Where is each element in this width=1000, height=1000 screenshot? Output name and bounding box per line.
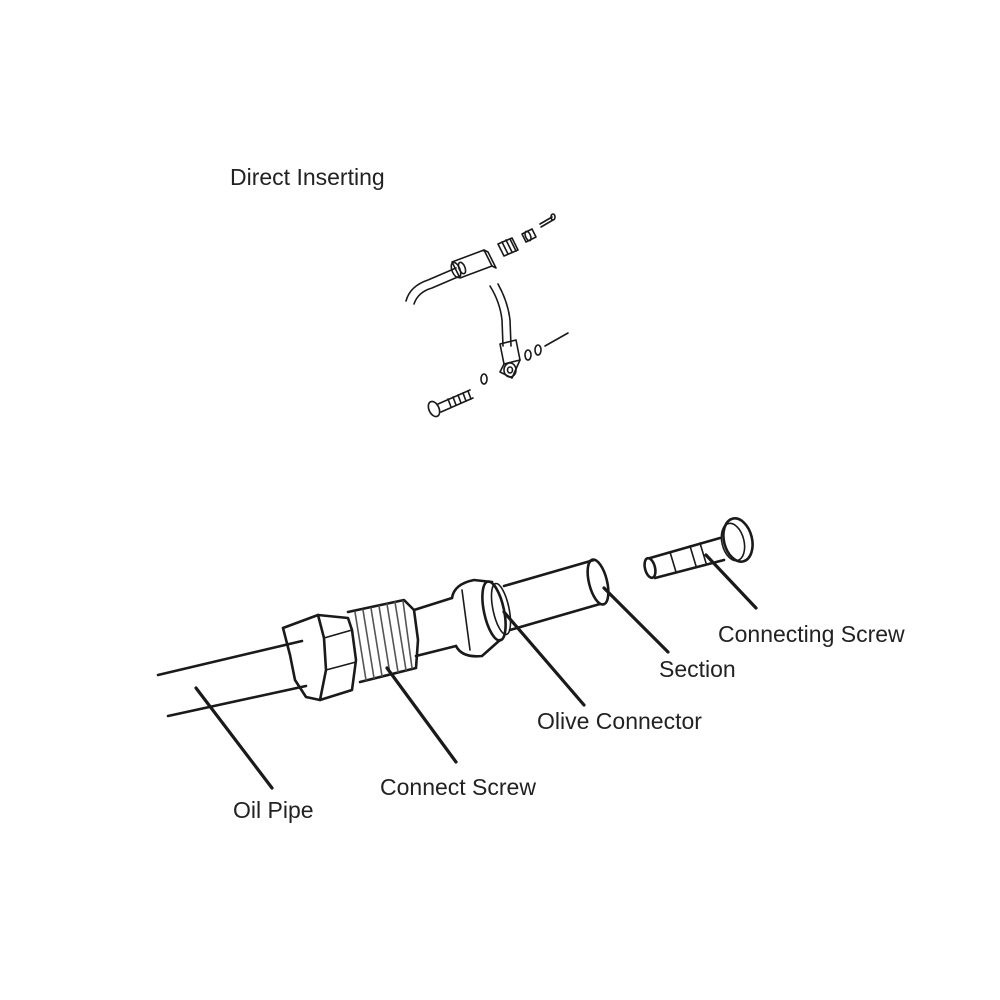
leader-connecting-screw	[704, 553, 758, 610]
oil-pipe	[156, 639, 304, 677]
olive-connector-label: Olive Connector	[537, 708, 702, 734]
washer-left	[480, 373, 488, 385]
leader-olive-connector	[502, 610, 586, 707]
upper-barb	[521, 228, 537, 243]
oil-pipe-label: Oil Pipe	[233, 797, 314, 823]
washer-right-a	[524, 349, 532, 361]
direct-inserting-exploded-view	[405, 213, 569, 418]
lower-hose	[489, 285, 504, 347]
olive-connector	[450, 578, 512, 658]
direct-inserting-label: Direct Inserting	[230, 164, 385, 190]
upper-fitting-body	[450, 249, 497, 279]
connect-screw-thread	[346, 598, 420, 684]
connect-screw-label: Connect Screw	[380, 774, 536, 800]
section-label: Section	[659, 656, 736, 682]
detailed-fitting-view	[156, 517, 758, 790]
section-tube	[502, 558, 610, 632]
upper-olive	[497, 237, 519, 257]
connecting-screw-insert	[643, 517, 754, 580]
washer-right-b	[534, 344, 542, 356]
banjo-bolt	[427, 389, 474, 418]
banjo-fitting	[499, 339, 521, 379]
leader-section	[602, 586, 670, 654]
leader-oil-pipe	[194, 686, 274, 790]
hex-nut	[281, 613, 358, 702]
upper-hose	[405, 267, 457, 302]
leader-connect-screw	[385, 666, 458, 764]
connecting-screw-label: Connecting Screw	[718, 621, 905, 647]
upper-tiny-screw	[539, 213, 556, 228]
